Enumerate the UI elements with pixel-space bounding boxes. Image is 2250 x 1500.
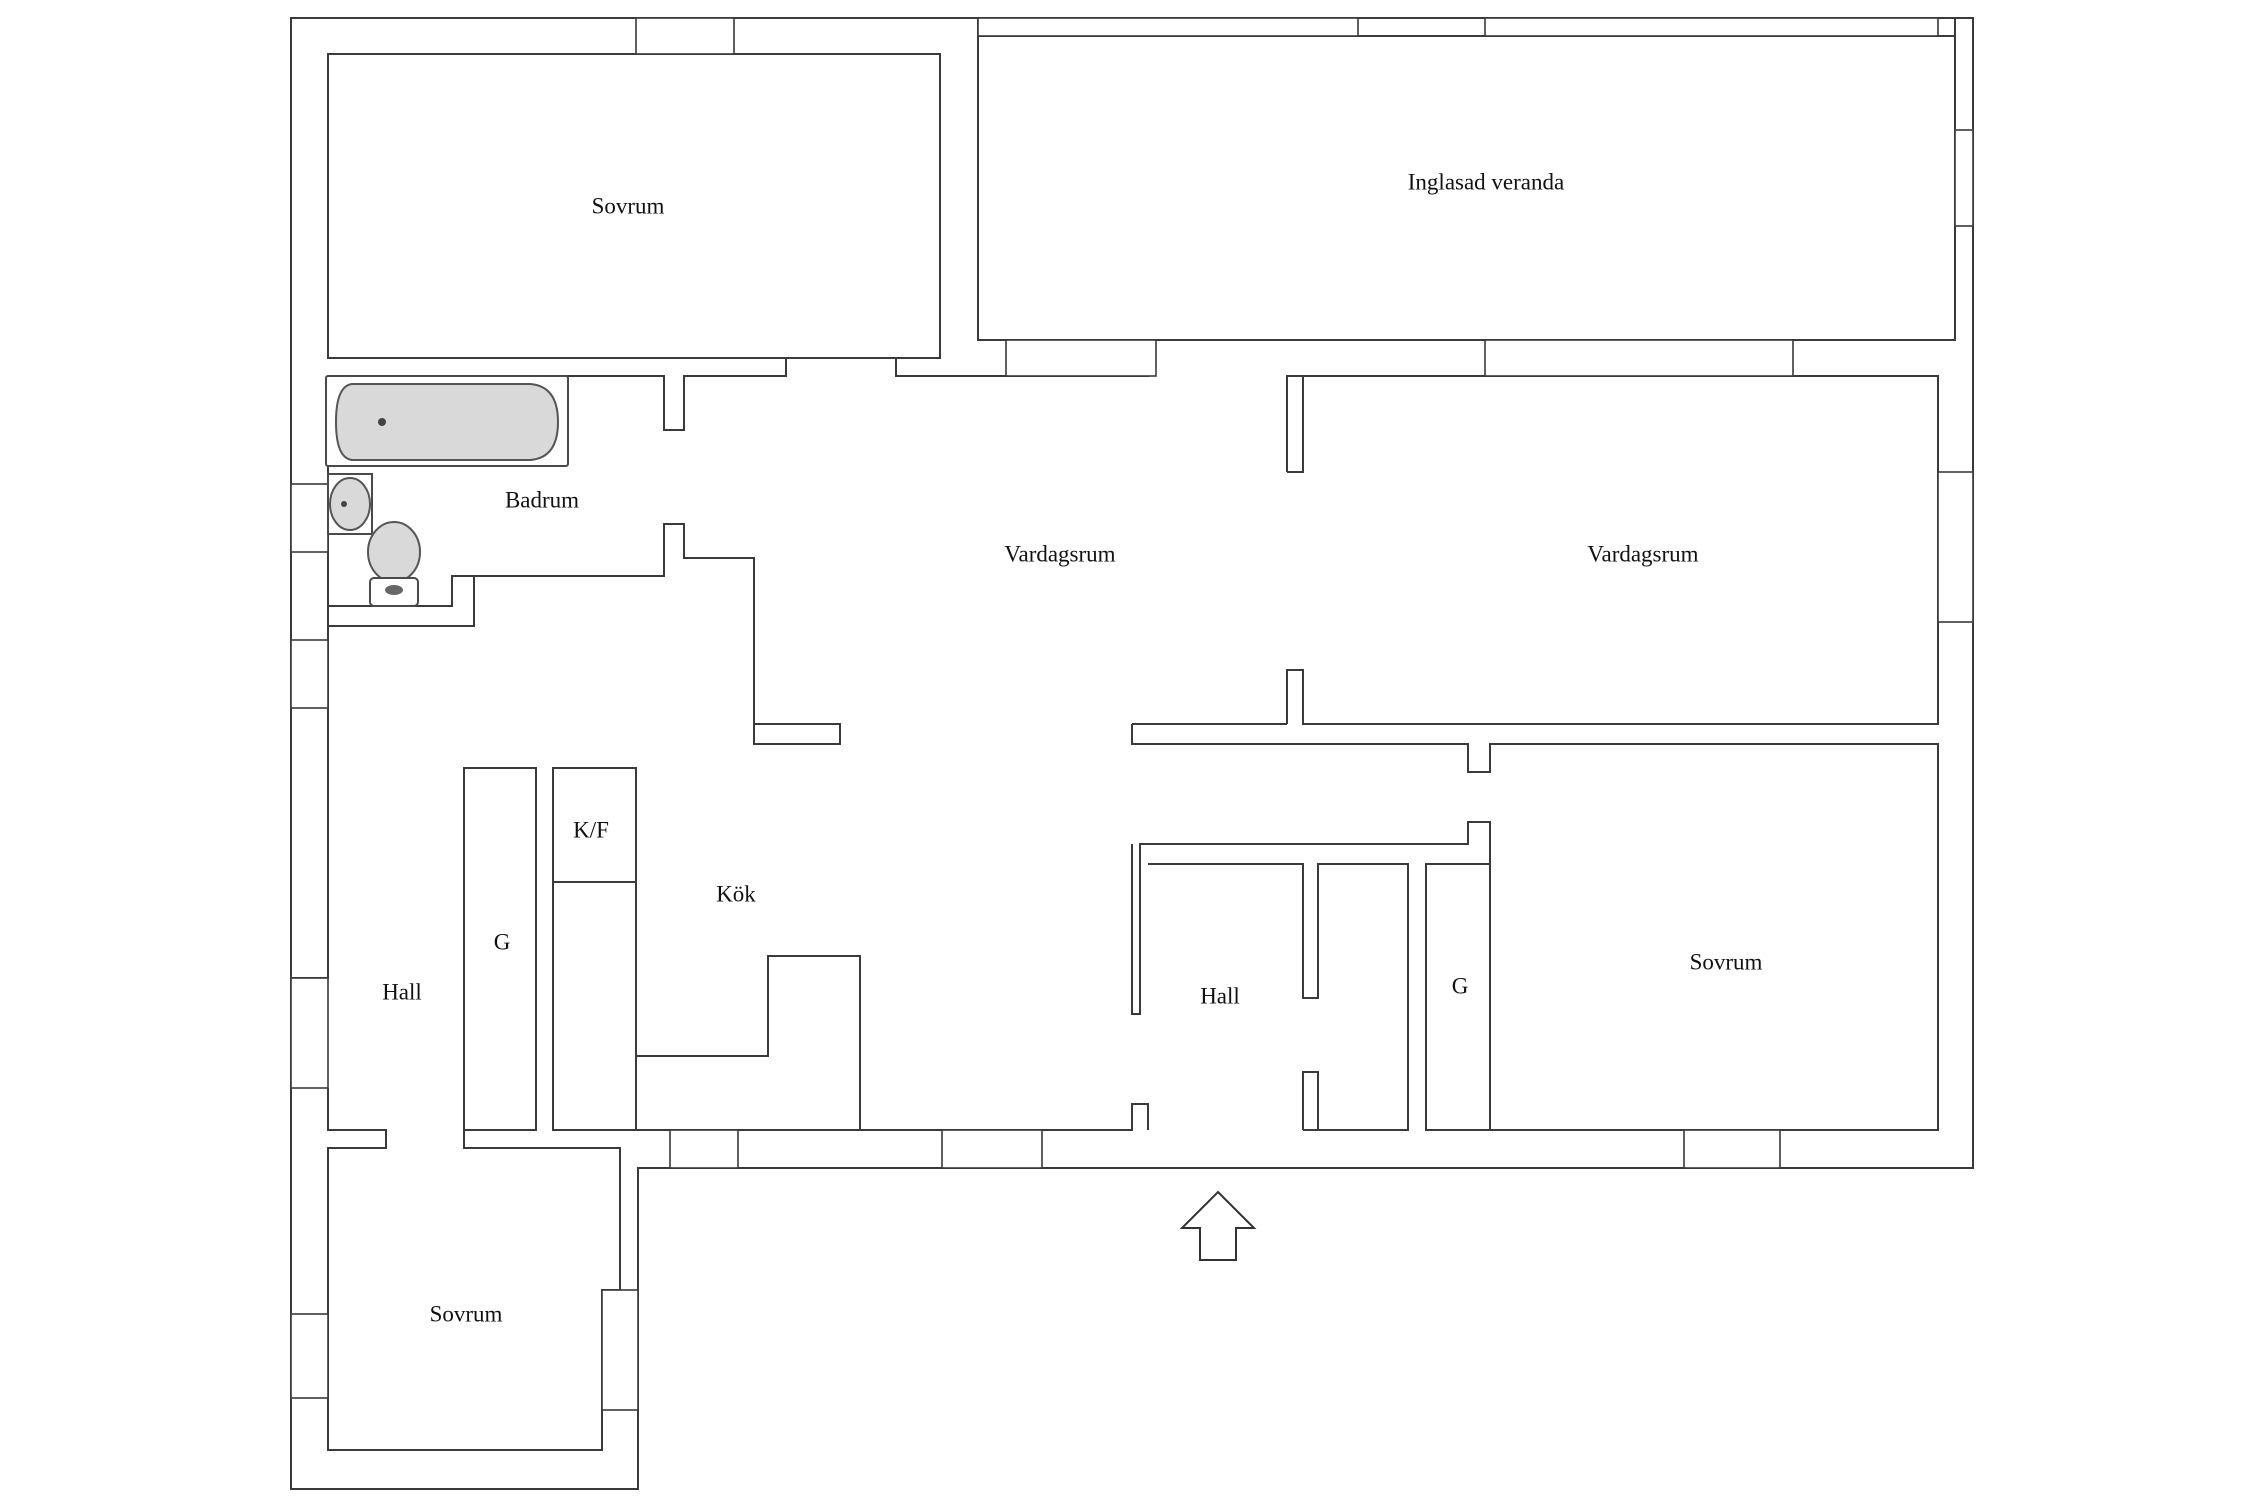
room-label-g-left: G <box>494 929 511 954</box>
room-label-hall-center: Hall <box>1200 983 1240 1008</box>
window <box>1937 471 1974 623</box>
window <box>290 639 329 709</box>
up-arrow-icon <box>1179 1190 1257 1261</box>
window <box>977 17 1359 37</box>
bathtub-drain-icon <box>378 418 386 426</box>
window <box>601 1289 639 1411</box>
window <box>635 17 735 55</box>
room-label-inglasad-veranda: Inglasad veranda <box>1408 169 1564 194</box>
sovrum-top-left-lower-wall <box>328 357 787 431</box>
badrum-inner-wall <box>327 576 475 627</box>
room-walls <box>291 18 1956 1451</box>
window <box>290 483 329 553</box>
room-label-sovrum-bottom-left: Sovrum <box>430 1301 503 1326</box>
south-wall-inner <box>553 1103 1318 1131</box>
g-left-closet <box>463 767 537 1131</box>
window <box>1683 1129 1781 1169</box>
room-label-vardagsrum-center: Vardagsrum <box>1004 541 1115 566</box>
hall-left-walls <box>291 626 621 1451</box>
exterior-walls <box>290 17 1974 1490</box>
toilet-flush-icon <box>385 585 403 595</box>
window <box>1954 129 1974 227</box>
window <box>1005 339 1157 377</box>
room-labels: Sovrum Inglasad veranda Badrum Vardagsru… <box>382 169 1762 1326</box>
bathroom-fixtures <box>325 375 569 607</box>
badrum-walls <box>327 376 841 745</box>
kf-cabinet <box>553 767 637 883</box>
room-label-sovrum-right: Sovrum <box>1690 949 1763 974</box>
hall-center-walls <box>1148 863 1409 1131</box>
bathtub-basin <box>334 383 560 461</box>
window <box>290 1313 329 1399</box>
corridor-wall <box>1131 723 1939 1131</box>
window <box>1484 339 1794 377</box>
sink-drain-icon <box>341 501 347 507</box>
room-label-g-right: G <box>1452 973 1469 998</box>
room-label-hall-left: Hall <box>382 979 422 1004</box>
room-label-badrum: Badrum <box>505 487 579 512</box>
window <box>669 1129 739 1169</box>
window <box>290 977 329 1089</box>
room-label-vardagsrum-right: Vardagsrum <box>1587 541 1698 566</box>
window <box>941 1129 1043 1169</box>
vardagsrum-right-walls <box>1286 375 1939 725</box>
room-label-kf: K/F <box>573 817 609 842</box>
kitchen-counter <box>635 882 861 1130</box>
g-right-closet <box>1425 863 1491 1131</box>
room-label-kok: Kök <box>716 881 756 906</box>
window <box>1484 17 1939 37</box>
toilet-bowl <box>367 521 421 583</box>
exterior-wall-outer <box>290 17 1974 1490</box>
sink-basin <box>329 477 371 531</box>
room-label-sovrum-top-left: Sovrum <box>592 193 665 218</box>
windows <box>290 17 1974 1411</box>
